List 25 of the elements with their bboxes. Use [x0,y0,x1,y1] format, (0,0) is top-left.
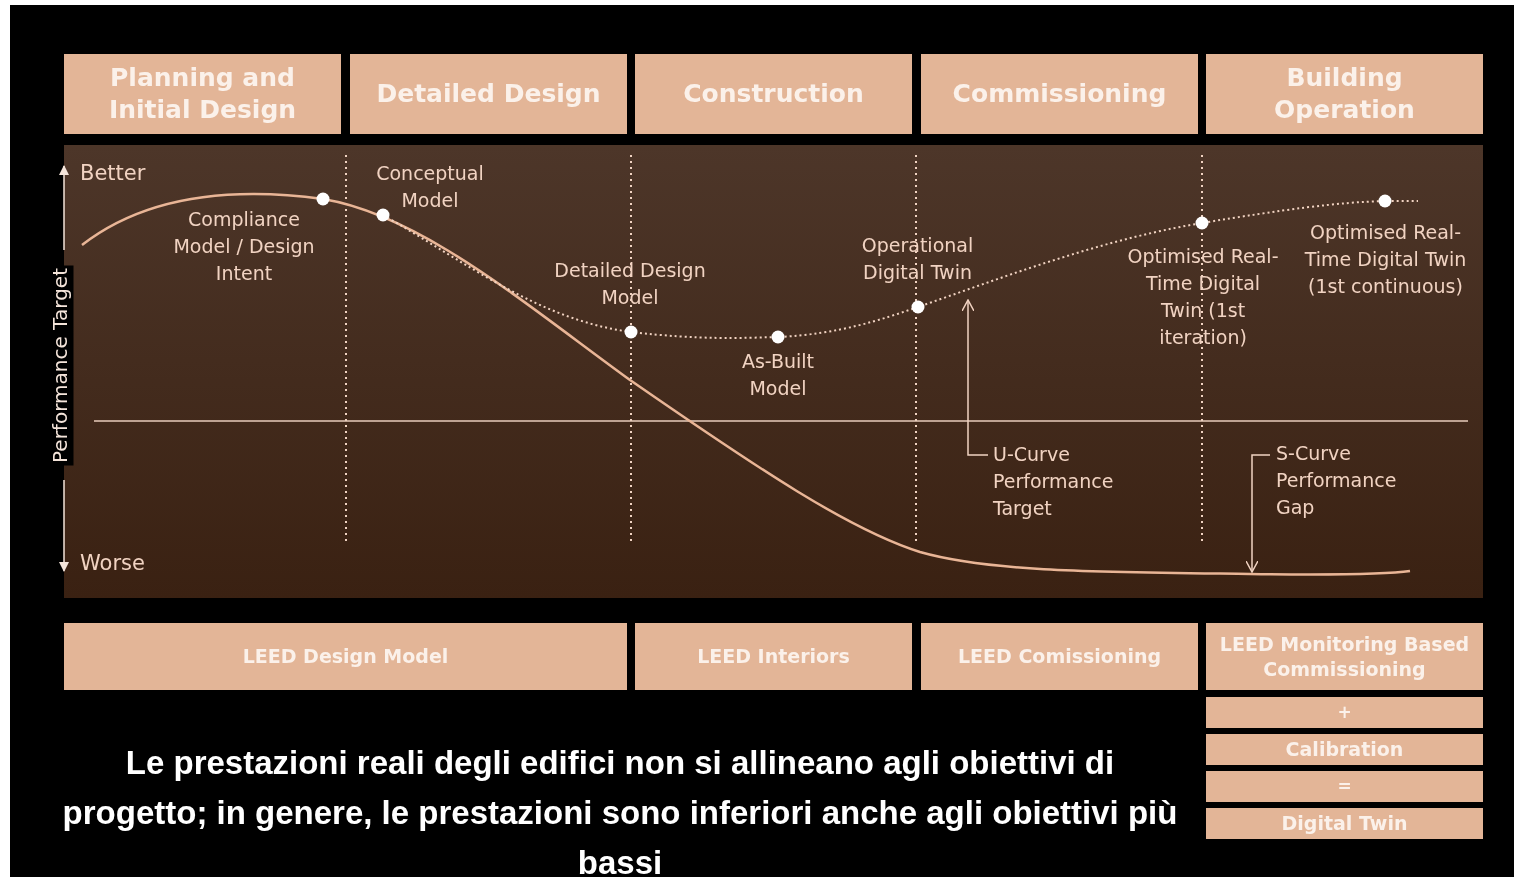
point-label: Compliance Model / Design Intent [172,207,316,286]
phase-band: Planning and Initial Design [64,54,341,134]
annotation-text: U-Curve Performance Target [993,442,1115,521]
rating-band: LEED Comissioning [921,623,1198,690]
axis-label: Worse [80,550,146,577]
rating-band: = [1206,771,1483,802]
rating-band: + [1206,697,1483,728]
axis-label: Better [80,160,147,187]
caption: Le prestazioni reali degli edifici non si allineano agli obiettivi di progetto; in genere, le prestazioni sono inferiori anche agli obiettivi più bassi [61,743,1179,877]
point-label: Optimised Real-Time Digital Twin (1st iteration) [1126,244,1280,350]
rating-band: Digital Twin [1206,808,1483,839]
point-label: As-Built Model [740,349,816,401]
phase-band: Detailed Design [350,54,627,134]
rating-band: Calibration [1206,734,1483,765]
point-label: Optimised Real-Time Digital Twin (1st continuous) [1303,220,1468,299]
rating-band: LEED Interiors [635,623,912,690]
phase-band: Construction [635,54,912,134]
point-label: Operational Digital Twin [860,233,975,285]
point-label: Conceptual Model [375,161,485,213]
phase-band: Commissioning [921,54,1198,134]
annotation-text: S-Curve Performance Gap [1276,441,1398,520]
phase-band: Building Operation [1206,54,1483,134]
point-label: Detailed Design Model [553,258,707,310]
rating-band: LEED Monitoring Based Commissioning [1206,623,1483,690]
rating-band: LEED Design Model [64,623,627,690]
